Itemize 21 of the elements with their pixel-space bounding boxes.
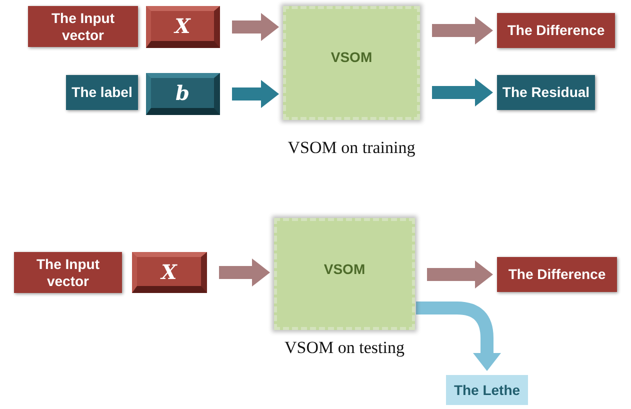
block-arrow <box>232 13 279 41</box>
som-box: VSOM <box>274 218 415 330</box>
block-arrow <box>416 302 501 371</box>
label-box: The Input vector <box>14 252 122 293</box>
som-box: VSOM <box>283 6 420 120</box>
key-box: X <box>132 252 207 293</box>
block-arrow <box>232 80 279 108</box>
label-box: The Input vector <box>28 6 138 47</box>
block-arrow <box>432 16 493 44</box>
label-box: The label <box>66 75 138 110</box>
node-label: VSOM on testing <box>284 338 404 358</box>
label-box: The Lethe <box>446 375 528 405</box>
block-arrow <box>427 260 493 288</box>
block-arrow <box>219 258 270 286</box>
block-arrow <box>432 78 493 106</box>
key-box: b <box>146 73 220 115</box>
label-box: The Difference <box>497 13 615 48</box>
key-box: X <box>146 6 220 48</box>
label-box: The Residual <box>497 75 595 110</box>
label-box: The Difference <box>497 257 617 292</box>
node-label: VSOM on training <box>288 138 416 158</box>
